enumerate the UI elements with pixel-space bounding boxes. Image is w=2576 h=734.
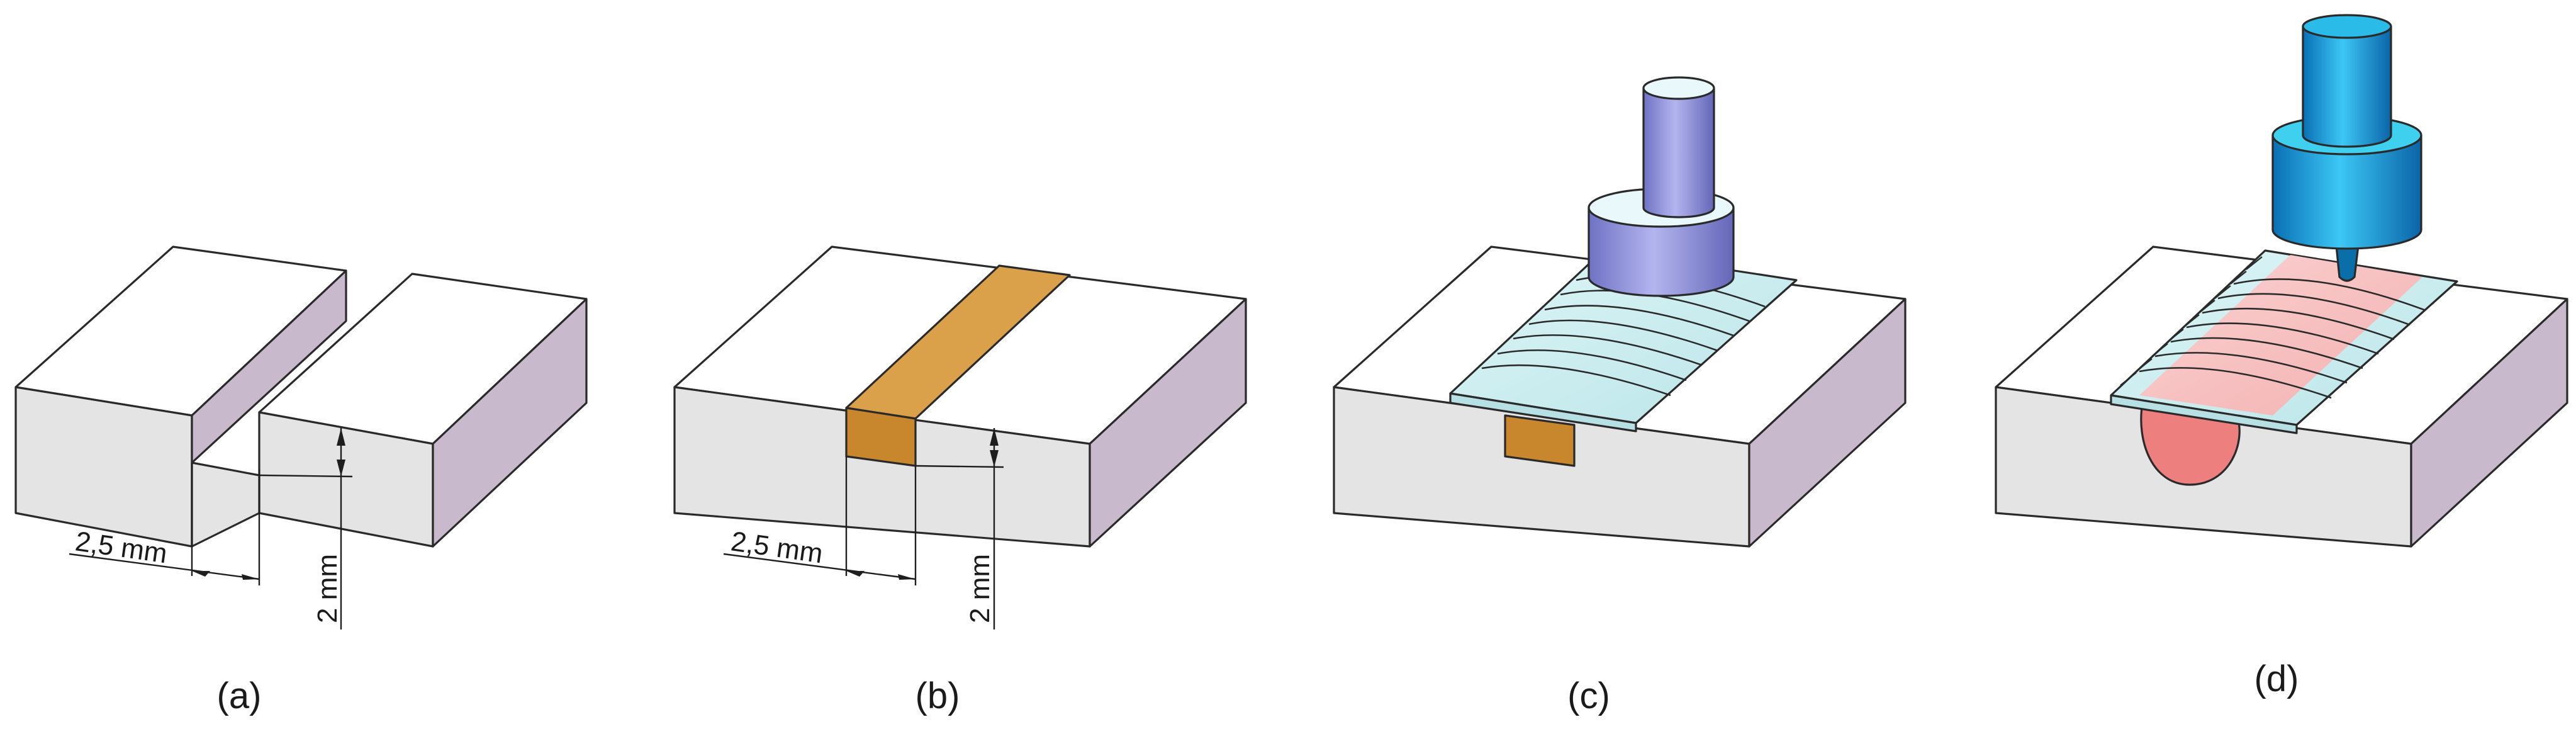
right-half-side-face xyxy=(432,298,588,548)
fsw-tool xyxy=(1588,76,1735,297)
caption-b: (b) xyxy=(916,675,960,716)
groove-wall xyxy=(191,269,347,464)
bead-edge-ticks xyxy=(2120,256,2263,386)
panel-a: 2,5 mm 2 mm (a) xyxy=(14,246,588,716)
block-side-face xyxy=(1748,298,1907,548)
filler-strip-end xyxy=(1504,414,1576,467)
filler-strip-end xyxy=(845,407,917,467)
heat-zone xyxy=(2139,255,2422,415)
tool-shank xyxy=(2302,25,2392,148)
weld-bead-edge xyxy=(1449,392,1637,432)
block-side-face xyxy=(2410,298,2568,548)
tool-shoulder xyxy=(1588,206,1735,297)
dimension-lines-b xyxy=(723,428,1004,630)
tool-shoulder xyxy=(2271,134,2422,250)
depth-dimension-label: 2 mm xyxy=(312,554,343,623)
panel-c: (c) xyxy=(1333,76,1907,716)
weld-bead-edge xyxy=(2110,394,2298,434)
width-dimension-label: 2,5 mm xyxy=(729,526,825,569)
left-half-front-face xyxy=(14,386,193,548)
panel-b: 2,5 mm 2 mm (b) xyxy=(673,246,1247,716)
caption-d: (d) xyxy=(2254,658,2299,699)
caption-a: (a) xyxy=(217,675,262,716)
panel-d: (d) xyxy=(1995,14,2568,699)
tool-pin xyxy=(2335,244,2360,282)
tool-shank-top xyxy=(2302,14,2392,39)
tool-shank xyxy=(1642,87,1715,218)
tool-shank-top xyxy=(1642,76,1715,100)
fsw-tool xyxy=(2271,14,2422,282)
groove-bottom xyxy=(191,461,260,548)
caption-c: (c) xyxy=(1567,675,1610,716)
depth-dimension-label: 2 mm xyxy=(965,554,995,623)
melt-pool xyxy=(2140,402,2241,486)
left-block-half xyxy=(14,246,347,548)
bead-ripples xyxy=(2139,278,2426,399)
block-side-face xyxy=(1089,298,1247,548)
dimension-lines-a xyxy=(69,428,353,630)
